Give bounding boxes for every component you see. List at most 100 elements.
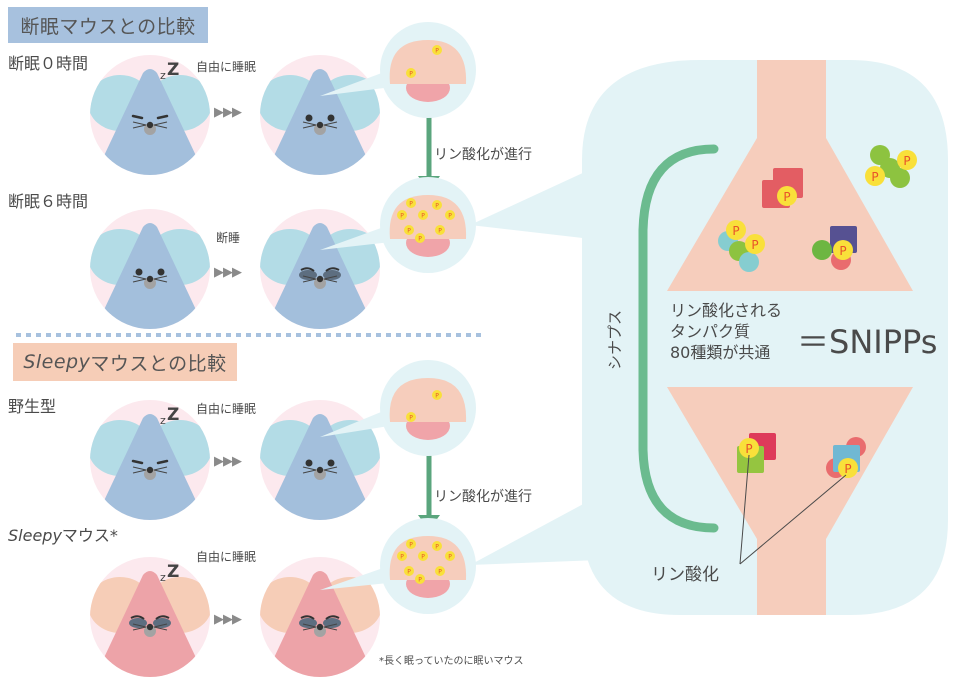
whisker bbox=[132, 466, 147, 471]
whisker bbox=[323, 466, 338, 471]
section-title: 断眠マウスとの比較 bbox=[20, 15, 196, 38]
mouse-head bbox=[272, 571, 368, 662]
phospho-p-marker bbox=[838, 458, 858, 478]
nose bbox=[316, 623, 324, 631]
p-text: P bbox=[745, 442, 752, 456]
synapse-vertical-label: シナプス bbox=[606, 310, 624, 370]
p-text: P bbox=[435, 203, 439, 210]
closed-eye bbox=[156, 459, 169, 465]
protein-cluster-red: P bbox=[762, 168, 803, 208]
description-line: リン酸化される bbox=[670, 301, 783, 320]
whisker bbox=[323, 626, 338, 631]
whisker bbox=[323, 469, 338, 474]
phosphorylation-progress-label: リン酸化が進行 bbox=[434, 489, 532, 505]
phospho-p-marker bbox=[404, 225, 414, 235]
p-text: P bbox=[407, 228, 411, 235]
progress-arrows: ▶▶▶ bbox=[214, 454, 242, 469]
tired-eye bbox=[323, 618, 341, 628]
nose bbox=[146, 275, 154, 283]
p-text: P bbox=[421, 554, 425, 561]
p-text: P bbox=[409, 201, 413, 208]
eye bbox=[157, 268, 165, 276]
progress-arrows: ▶▶▶ bbox=[214, 612, 242, 627]
p-text: P bbox=[435, 544, 439, 551]
eye bbox=[327, 459, 335, 467]
whisker bbox=[132, 278, 147, 283]
description-line: 80種類が共通 bbox=[670, 343, 771, 362]
p-text: P bbox=[400, 213, 404, 220]
protein-cluster-postsyn-left: P bbox=[737, 433, 776, 473]
nose bbox=[316, 466, 324, 474]
zzz-large: Z bbox=[167, 562, 179, 582]
phospho-p-marker bbox=[833, 240, 853, 260]
phospho-p-marker bbox=[397, 551, 407, 561]
whisker bbox=[153, 275, 168, 280]
phospho-p-marker bbox=[406, 539, 416, 549]
p-text: P bbox=[435, 48, 439, 55]
mouse-illustration bbox=[260, 400, 380, 520]
whisker bbox=[302, 466, 317, 471]
p-text: P bbox=[418, 236, 422, 243]
mouse-illustration bbox=[260, 557, 380, 677]
phospho-p-marker bbox=[445, 551, 455, 561]
mouse-head bbox=[102, 223, 198, 314]
row-label-wildtype: 野生型 bbox=[8, 397, 57, 416]
protein-cluster-teal: P P bbox=[718, 220, 765, 272]
row-label-deprived-6h: 断眠６時間 bbox=[8, 192, 89, 211]
brain-bubble: PP bbox=[320, 360, 476, 456]
mouse-head bbox=[272, 414, 368, 505]
p-text: P bbox=[407, 569, 411, 576]
p-text: P bbox=[421, 213, 425, 220]
whisker bbox=[302, 278, 317, 283]
eyebrow bbox=[155, 615, 170, 620]
protein-cluster-navy: P bbox=[812, 226, 857, 270]
whisker bbox=[323, 124, 338, 129]
whisker bbox=[132, 469, 147, 474]
phospho-p-marker bbox=[406, 198, 416, 208]
mouse-illustration bbox=[260, 55, 380, 175]
closed-eye bbox=[131, 114, 144, 120]
whisker bbox=[132, 626, 147, 631]
zoom-connector-bottom bbox=[470, 495, 600, 565]
whisker bbox=[153, 466, 168, 471]
leader-line bbox=[739, 454, 750, 565]
whisker bbox=[153, 121, 168, 126]
eye bbox=[135, 268, 143, 276]
whisker bbox=[302, 626, 317, 631]
section-title-italic: Sleepy bbox=[23, 351, 91, 373]
phospho-p-marker bbox=[406, 412, 416, 422]
footnote: *長く眠っていたのに眠いマウス bbox=[379, 656, 524, 667]
eye bbox=[327, 114, 335, 122]
phospho-p-marker bbox=[432, 390, 442, 400]
p-text: P bbox=[844, 462, 851, 476]
phospho-p-marker bbox=[445, 210, 455, 220]
phospho-p-marker bbox=[432, 200, 442, 210]
p-text: P bbox=[418, 577, 422, 584]
phospho-p-marker bbox=[726, 220, 746, 240]
zzz-small: z bbox=[160, 571, 166, 584]
phospho-p-marker bbox=[418, 551, 428, 561]
tired-eye bbox=[299, 270, 317, 280]
phosphorylation-progress-label: リン酸化が進行 bbox=[434, 147, 532, 163]
whisker bbox=[132, 124, 147, 129]
synapse-bracket bbox=[638, 144, 719, 533]
description-line: タンパク質 bbox=[670, 322, 751, 341]
nose bbox=[146, 623, 154, 631]
whisker bbox=[153, 626, 168, 631]
p-text: P bbox=[400, 554, 404, 561]
transition-label: 自由に睡眠 bbox=[196, 550, 257, 564]
mouse-head bbox=[272, 69, 368, 160]
eye bbox=[305, 459, 313, 467]
protein-cluster-postsyn-right: P bbox=[826, 437, 866, 478]
p-text: P bbox=[732, 224, 739, 238]
phospho-p-marker bbox=[406, 68, 416, 78]
zzz-large: Z bbox=[167, 60, 179, 80]
p-text: P bbox=[435, 393, 439, 400]
phospho-p-marker bbox=[432, 45, 442, 55]
phospho-p-marker bbox=[745, 234, 765, 254]
